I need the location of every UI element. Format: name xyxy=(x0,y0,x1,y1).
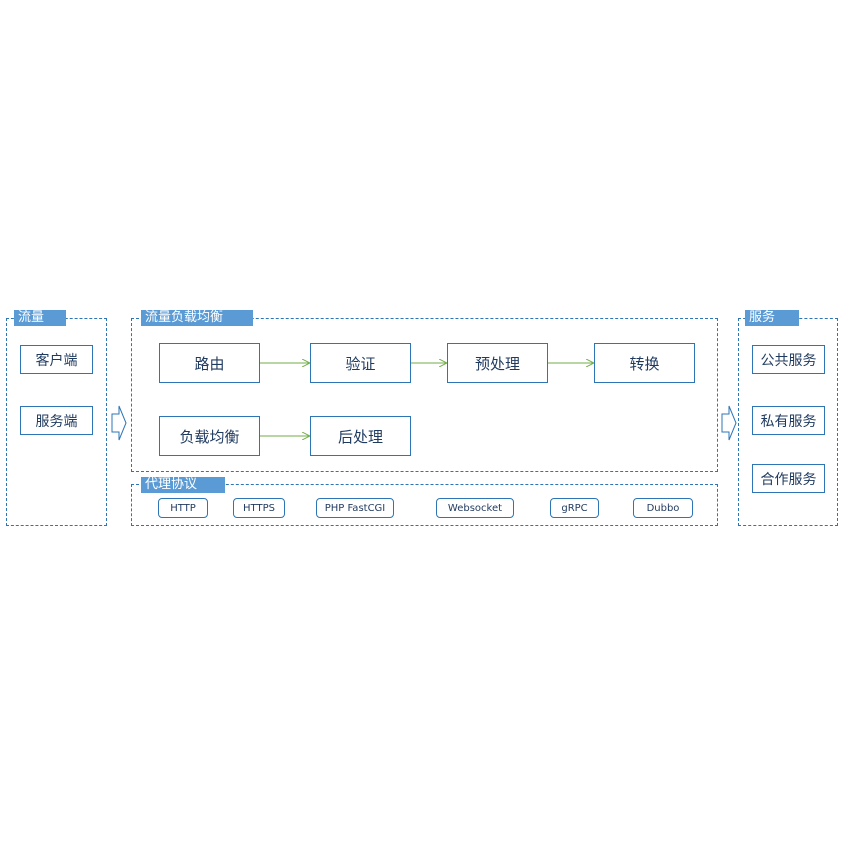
load-balancer-group xyxy=(131,318,718,472)
protocol-http: HTTP xyxy=(158,498,208,518)
transform-box: 转换 xyxy=(594,343,695,383)
routing-box: 路由 xyxy=(159,343,260,383)
protocol-grpc: gRPC xyxy=(550,498,599,518)
auth-box: 验证 xyxy=(310,343,411,383)
preprocess-box: 预处理 xyxy=(447,343,548,383)
load-balancer-group-title: 流量负载均衡 xyxy=(141,310,253,326)
partner-service-box: 合作服务 xyxy=(752,464,825,493)
load-balance-box: 负载均衡 xyxy=(159,416,260,456)
traffic-group-title: 流量 xyxy=(14,310,66,326)
public-service-box: 公共服务 xyxy=(752,345,825,374)
proxy-group-title: 代理协议 xyxy=(141,477,225,493)
proxy-group xyxy=(131,484,718,526)
client-box: 客户端 xyxy=(20,345,93,374)
block-arrow-left xyxy=(111,405,127,441)
private-service-box: 私有服务 xyxy=(752,406,825,435)
protocol-dubbo: Dubbo xyxy=(633,498,693,518)
protocol-https: HTTPS xyxy=(233,498,285,518)
services-group-title: 服务 xyxy=(745,310,799,326)
postprocess-box: 后处理 xyxy=(310,416,411,456)
protocol-websocket: Websocket xyxy=(436,498,514,518)
server-box: 服务端 xyxy=(20,406,93,435)
block-arrow-right xyxy=(721,405,737,441)
protocol-php-fastcgi: PHP FastCGI xyxy=(316,498,394,518)
